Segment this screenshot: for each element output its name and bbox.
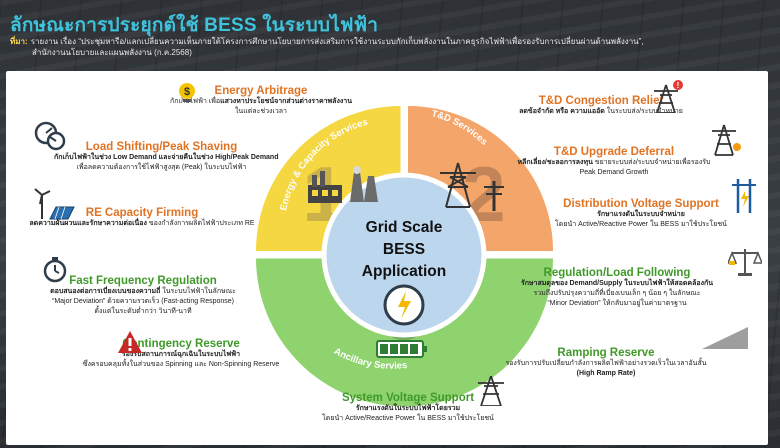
center-circle bbox=[321, 172, 487, 338]
item-title: Distribution Voltage Support bbox=[563, 198, 719, 210]
utility-pole-icon bbox=[484, 181, 504, 211]
battery-icon bbox=[376, 340, 427, 358]
power-plant-icon bbox=[350, 166, 378, 202]
item-line: ซึ่งครอบคลุมทั้งในส่วนของ Spinning และ N… bbox=[82, 361, 280, 368]
item-title: Fast Frequency Regulation bbox=[69, 275, 217, 287]
item-line-bold: แสวงหาประโยชน์จากส่วนต่างราคาพลังงาน bbox=[220, 98, 353, 105]
item-title: RE Capacity Firming bbox=[85, 207, 199, 219]
center-line-3: Application bbox=[361, 263, 447, 280]
item-re-firming: RE Capacity Firming ลดความผันผวนและรักษา… bbox=[26, 207, 258, 229]
item-regulation: Regulation/Load Following รักษาสมดุลของ … bbox=[511, 267, 723, 309]
item-title: Contingency Reserve bbox=[122, 338, 240, 350]
tower-alert-icon: ! bbox=[654, 80, 683, 113]
item-line-bold: กักเก็บไฟฟ้าในช่วง Low Demand และจ่ายคืน… bbox=[54, 154, 279, 161]
source-note: ที่มา:รายงาน เรื่อง “ประชุมหารือ/แลกเปลี… bbox=[10, 36, 644, 58]
item-line: โดยนำ Active/Reactive Power ใน BESS มาใช… bbox=[555, 221, 727, 228]
wind-solar-icon bbox=[34, 188, 75, 220]
item-line: ในระบบไฟฟ้าในลักษณะ bbox=[160, 288, 236, 295]
item-line: เพื่อลดความต้องการใช้ไฟฟ้าสูงสุด (Peak) … bbox=[76, 164, 247, 171]
item-line-bold: รักษาแรงดันในระบบจำหน่าย bbox=[597, 211, 685, 218]
page-title: ลักษณะการประยุกต์ใช้ BESS ในระบบไฟฟ้า bbox=[10, 15, 379, 36]
item-line: ของกำลังการผลิตไฟฟ้าประเภท RE bbox=[146, 220, 255, 227]
item-td-congestion: T&D Congestion Relief ลดข้อจำกัด หรือ คว… bbox=[516, 95, 686, 117]
item-line: ตั้งแต่ในระดับต่ำกว่า วินาที-นาที bbox=[94, 308, 192, 315]
item-title: T&D Congestion Relief bbox=[538, 95, 664, 107]
battery-gear-icon bbox=[383, 284, 425, 326]
pole-voltage-icon bbox=[732, 179, 756, 213]
item-line: “Minor Deviation” ให้กลับมาอยู่ในค่ามาตร… bbox=[547, 300, 687, 307]
item-line: รองรับการปรับเปลี่ยนกำลังการผลิตไฟฟ้าอย่… bbox=[505, 360, 707, 367]
ramp-icon bbox=[702, 327, 748, 349]
item-title: Load Shifting/Peak Shaving bbox=[85, 141, 238, 153]
stopwatch-icon bbox=[43, 257, 67, 283]
transmission-tower-icon bbox=[440, 162, 476, 208]
svg-text:$: $ bbox=[184, 86, 190, 98]
item-ramping: Ramping Reserve รองรับการปรับเปลี่ยนกำลั… bbox=[501, 347, 711, 379]
balance-scale-icon bbox=[728, 249, 762, 276]
item-title: System Voltage Support bbox=[341, 392, 475, 404]
bess-application-diagram: 1 2 3 Energy & Capacity Services T&D Ser… bbox=[251, 101, 558, 407]
center-line-1: Grid Scale bbox=[365, 219, 443, 236]
item-line-bold: ลดความผันผวนและรักษาความต่อเนื่อง bbox=[29, 220, 147, 227]
item-fast-frequency: Fast Frequency Regulation ตอบสนองต่อการเ… bbox=[28, 275, 258, 317]
diagram-panel: 1 2 3 Energy & Capacity Services T&D Ser… bbox=[6, 71, 768, 445]
item-title: Ramping Reserve bbox=[557, 347, 655, 359]
item-line: โดยนำ Active/Reactive Power ใน BESS มาใช… bbox=[322, 415, 494, 422]
item-title: T&D Upgrade Deferral bbox=[553, 146, 675, 158]
item-contingency: Contingency Reserve รองรับสถานการณ์ฉุกเฉ… bbox=[66, 338, 296, 370]
source-label: ที่มา: bbox=[10, 37, 28, 46]
tower-upgrade-icon bbox=[712, 124, 741, 156]
item-energy-arbitrage: Energy Arbitrage กักเก็บไฟฟ้า เพื่อแสวงห… bbox=[161, 85, 361, 117]
item-system-voltage: System Voltage Support รักษาแรงดันในระบบ… bbox=[308, 392, 508, 424]
center-line-2: BESS bbox=[382, 241, 426, 258]
item-load-shifting: Load Shifting/Peak Shaving กักเก็บไฟฟ้าใ… bbox=[54, 141, 278, 173]
item-title: Energy Arbitrage bbox=[214, 85, 308, 97]
item-line: Peak Demand Growth bbox=[579, 169, 649, 176]
item-distribution-voltage: Distribution Voltage Support รักษาแรงดัน… bbox=[551, 198, 731, 230]
load-gauge-icon bbox=[34, 121, 66, 151]
item-line: ในแต่ละช่วงเวลา bbox=[235, 108, 287, 115]
item-line: ในระบบส่ง/ระบบจำหน่าย bbox=[604, 108, 683, 115]
item-td-upgrade: T&D Upgrade Deferral หลีกเลี่ยง/ชะลอการล… bbox=[516, 146, 712, 178]
item-line-bold: รักษาสมดุลของ Demand/Supply ในระบบไฟฟ้าใ… bbox=[520, 280, 714, 287]
item-line: รวมถึงปรับปรุงความถี่ที่เบี่ยงเบนเล็ก ๆ … bbox=[533, 290, 701, 297]
source-line-2: สำนักงานนโยบายและแผนพลังงาน (ก.ค.2568) bbox=[32, 48, 192, 57]
item-line-bold: ตอบสนองต่อการเบี่ยงเบนของความถี่ bbox=[50, 288, 161, 295]
source-line-1: รายงาน เรื่อง “ประชุมหารือ/แลกเปลี่ยนควา… bbox=[30, 37, 644, 46]
tower-icon bbox=[478, 376, 504, 406]
item-line-bold: หลีกเลี่ยง/ชะลอการลงทุน bbox=[517, 159, 593, 166]
center-title: Grid Scale BESS Application bbox=[344, 217, 464, 283]
item-title: Regulation/Load Following bbox=[543, 267, 691, 279]
dollar-lightbulb-icon: $ bbox=[179, 83, 195, 102]
factory-icon bbox=[308, 171, 342, 203]
item-line: “Major Deviation” ด้วยความรวดเร็ว (Fast-… bbox=[52, 298, 234, 305]
warning-sign-icon bbox=[118, 331, 142, 353]
item-line-bold: ลดข้อจำกัด หรือ ความแออัด bbox=[519, 108, 605, 115]
item-line-bold: รองรับสถานการณ์ฉุกเฉินในระบบไฟฟ้า bbox=[121, 351, 241, 358]
item-line: กักเก็บไฟฟ้า เพื่อ bbox=[169, 98, 221, 105]
item-line: ขยายระบบส่ง/ระบบจำหน่ายเพื่อรองรับ bbox=[592, 159, 711, 166]
item-line-bold: (High Ramp Rate) bbox=[576, 370, 636, 377]
svg-text:!: ! bbox=[677, 81, 680, 90]
item-line-bold: รักษาแรงดันในระบบไฟฟ้าโดยรวม bbox=[355, 405, 461, 412]
